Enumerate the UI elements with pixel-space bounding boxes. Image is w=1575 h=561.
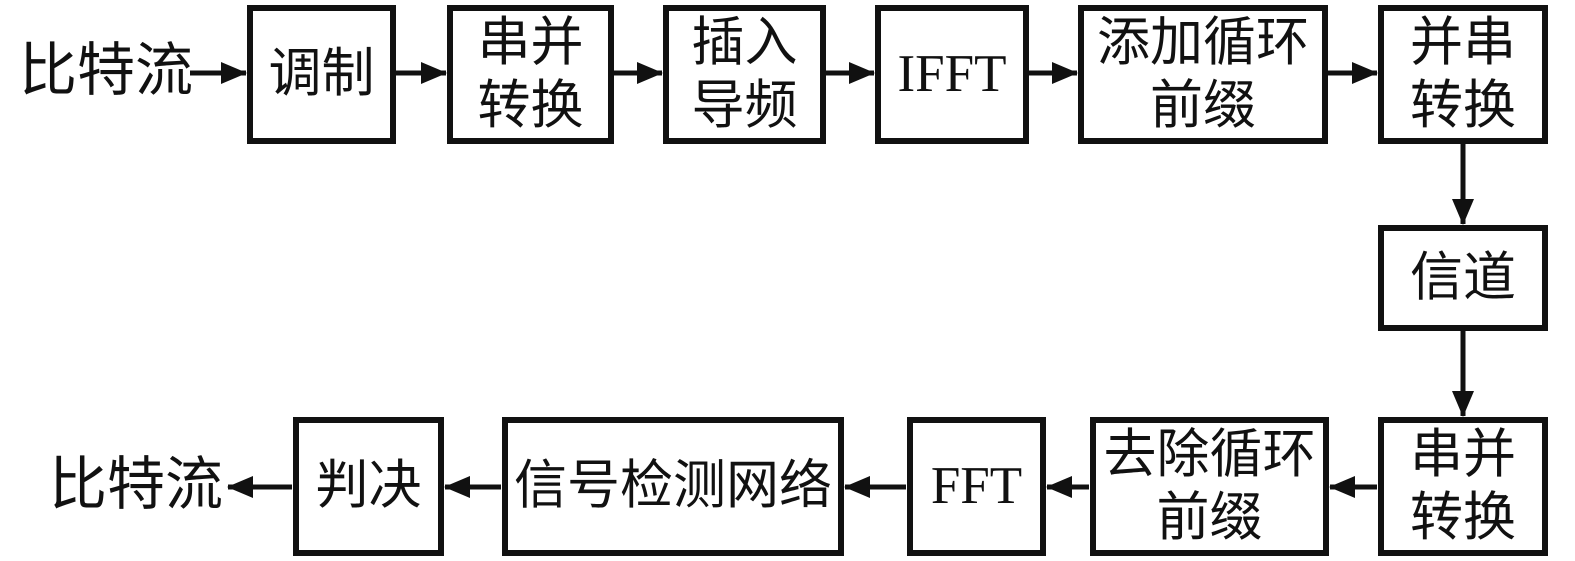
box-serial-to-parallel-rx: 串并 转换 [1378, 417, 1548, 556]
label-output-bitstream: 比特流 [48, 452, 223, 517]
label-input-bitstream: 比特流 [18, 38, 193, 103]
box-parallel-to-serial: 并串 转换 [1378, 5, 1548, 144]
box-ifft: IFFT [875, 5, 1029, 144]
box-channel: 信道 [1378, 225, 1548, 331]
box-decision: 判决 [293, 417, 444, 556]
box-remove-cyclic-prefix: 去除循环 前缀 [1090, 417, 1329, 556]
box-modulation: 调制 [247, 5, 396, 144]
box-serial-to-parallel-tx: 串并 转换 [447, 5, 614, 144]
box-signal-detection-network: 信号检测网络 [502, 417, 844, 556]
box-insert-pilot: 插入 导频 [663, 5, 826, 144]
box-add-cyclic-prefix: 添加循环 前缀 [1078, 5, 1328, 144]
box-fft: FFT [907, 417, 1046, 556]
